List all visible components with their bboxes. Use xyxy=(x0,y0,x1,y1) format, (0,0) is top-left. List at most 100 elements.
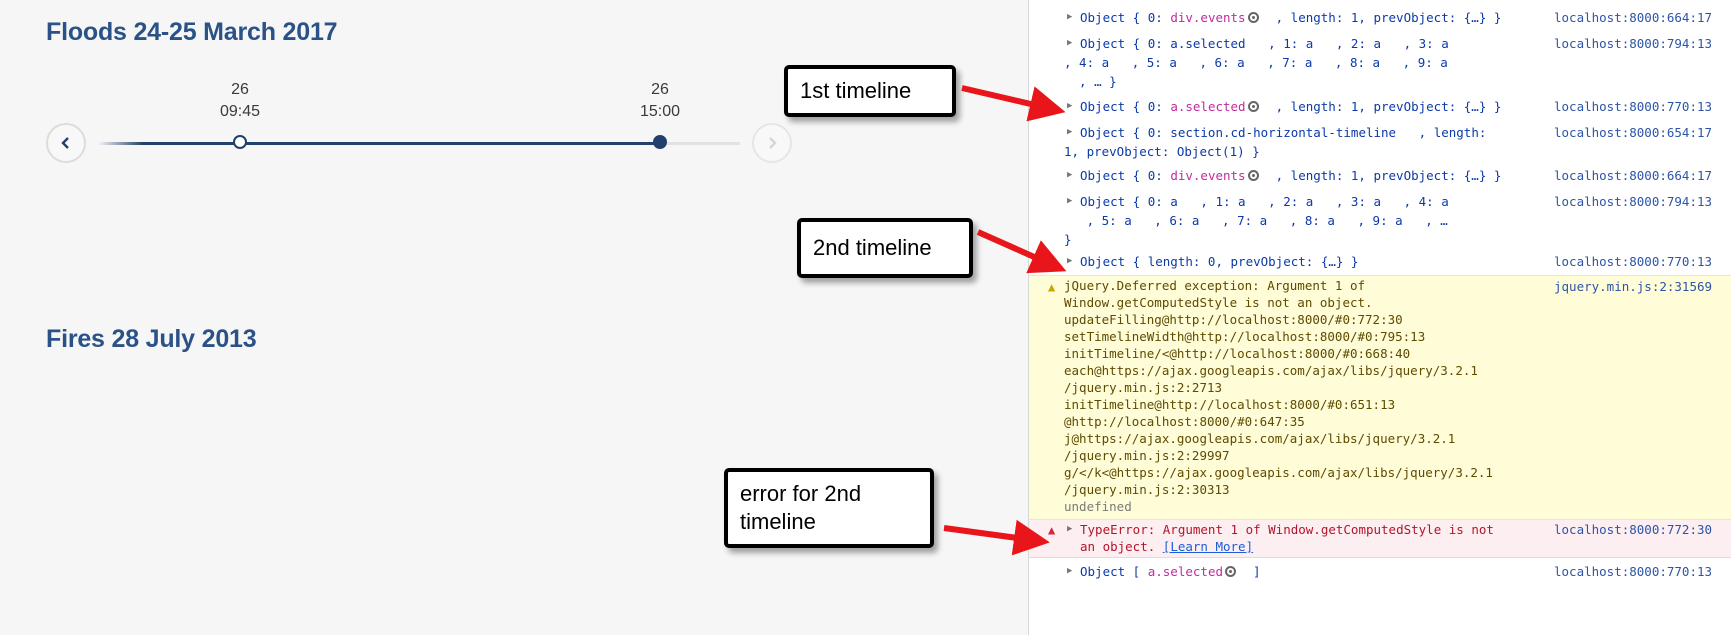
log-message: Object { 0: div.events , length: 1, prev… xyxy=(1080,8,1580,27)
log-text: Object { 0: a , 1: a , 2: a , 3: a , 4: … xyxy=(1080,194,1449,209)
log-source-link[interactable]: localhost:8000:664:17 xyxy=(1554,168,1713,183)
expand-triangle-icon[interactable]: ▶ xyxy=(1067,196,1073,206)
warning-line: g/</k<@https://ajax.googleapis.com/ajax/… xyxy=(1064,465,1493,480)
console-log-row[interactable]: ▶ Object { 0: a.selected , 1: a , 2: a ,… xyxy=(1029,34,1731,94)
horizontal-timeline: 26 09:45 26 15:00 xyxy=(0,0,1028,200)
arrow-to-first-timeline-log xyxy=(961,85,1066,122)
console-log-row[interactable]: ▶ Object { length: 0, prevObject: {…} } … xyxy=(1029,252,1731,275)
learn-more-link[interactable]: [Learn More] xyxy=(1162,539,1254,554)
log-source-link[interactable]: localhost:8000:654:17 xyxy=(1554,125,1713,140)
annotation-callout-error: error for 2nd timeline xyxy=(724,468,934,548)
expand-triangle-icon[interactable]: ▶ xyxy=(1067,127,1073,137)
expand-triangle-icon[interactable]: ▶ xyxy=(1067,170,1073,180)
date-day: 26 xyxy=(231,81,249,98)
log-text: , length: 1, prevObject: {…} } xyxy=(1260,99,1502,114)
log-text: ] xyxy=(1238,564,1261,579)
warning-message: jQuery.Deferred exception: Argument 1 of… xyxy=(1064,277,1544,515)
log-text: Object { 0: xyxy=(1080,10,1171,25)
expand-triangle-icon[interactable]: ▶ xyxy=(1067,101,1073,111)
log-source-link[interactable]: localhost:8000:794:13 xyxy=(1554,194,1713,209)
console-error-row[interactable]: ▲ ▶ TypeError: Argument 1 of Window.getC… xyxy=(1029,520,1731,558)
warning-line: jQuery.Deferred exception: Argument 1 of xyxy=(1064,278,1366,293)
date-time: 15:00 xyxy=(639,103,681,120)
expand-triangle-icon[interactable]: ▶ xyxy=(1067,12,1073,22)
log-text: Object { 0: a.selected , 1: a , 2: a , 3… xyxy=(1080,36,1449,51)
log-text: Object { 0: xyxy=(1080,168,1171,183)
timeline-date-label[interactable]: 26 09:45 xyxy=(200,79,280,123)
log-class: div.events xyxy=(1170,10,1246,25)
warning-line: Window.getComputedStyle is not an object… xyxy=(1064,295,1373,310)
log-class: div.events xyxy=(1170,168,1246,183)
expand-triangle-icon[interactable]: ▶ xyxy=(1067,566,1073,576)
warning-line: /jquery.min.js:2:29997 xyxy=(1064,448,1230,463)
log-text: Object [ xyxy=(1080,564,1148,579)
log-text: , 5: a , 6: a , 7: a , 8: a , 9: a , … xyxy=(1064,213,1448,228)
log-text: , length: 1, prevObject: {…} } xyxy=(1260,168,1502,183)
log-source-link[interactable]: localhost:8000:664:17 xyxy=(1554,10,1713,25)
gear-icon[interactable] xyxy=(1247,12,1259,23)
console-log-row[interactable]: ▶ Object { 0: a , 1: a , 2: a , 3: a , 4… xyxy=(1029,192,1731,250)
log-message: Object { 0: a.selected , length: 1, prev… xyxy=(1080,97,1580,116)
section-title-floods: Floods 24-25 March 2017 xyxy=(46,18,338,46)
log-text: 1, prevObject: Object(1) } xyxy=(1064,144,1260,159)
warning-line: each@https://ajax.googleapis.com/ajax/li… xyxy=(1064,363,1478,378)
log-source-link[interactable]: localhost:8000:770:13 xyxy=(1554,254,1713,269)
timeline-filling-line xyxy=(98,142,660,145)
log-class: a.selected xyxy=(1170,99,1246,114)
log-source-link[interactable]: localhost:8000:772:30 xyxy=(1554,522,1713,537)
devtools-console: ▶ Object { 0: div.events , length: 1, pr… xyxy=(1028,0,1731,635)
undefined-result: undefined xyxy=(1064,499,1132,514)
log-text: Object { 0: section.cd-horizontal-timeli… xyxy=(1080,125,1487,140)
log-text: Object { 0: xyxy=(1080,99,1171,114)
warning-icon: ▲ xyxy=(1048,280,1056,294)
warning-line: j@https://ajax.googleapis.com/ajax/libs/… xyxy=(1064,431,1456,446)
warning-line: updateFilling@http://localhost:8000/#0:7… xyxy=(1064,312,1403,327)
timeline-event-dot[interactable] xyxy=(233,135,247,149)
log-text: } xyxy=(1064,232,1072,247)
error-text: an object. xyxy=(1080,539,1156,554)
log-text: , length: 1, prevObject: {…} } xyxy=(1260,10,1502,25)
console-log-row[interactable]: ▶ Object { 0: a.selected , length: 1, pr… xyxy=(1029,97,1731,120)
callout-text: error for 2nd xyxy=(740,481,862,506)
expand-triangle-icon[interactable]: ▶ xyxy=(1067,524,1073,534)
gear-icon[interactable] xyxy=(1247,170,1259,181)
timeline-date-label-selected[interactable]: 26 15:00 xyxy=(620,79,700,123)
error-icon: ▲ xyxy=(1048,523,1056,537)
timeline-event-dot-selected[interactable] xyxy=(653,135,667,149)
log-source-link[interactable]: jquery.min.js:2:31569 xyxy=(1554,279,1713,294)
log-source-link[interactable]: localhost:8000:770:13 xyxy=(1554,564,1713,579)
arrow-to-error-row xyxy=(943,519,1050,556)
gear-icon[interactable] xyxy=(1247,101,1259,112)
callout-text: 1st timeline xyxy=(800,78,912,103)
log-message: Object { 0: div.events , length: 1, prev… xyxy=(1080,166,1580,185)
annotation-callout-second-timeline: 2nd timeline xyxy=(797,218,973,278)
log-text: , 4: a , 5: a , 6: a , 7: a , 8: a , 9: … xyxy=(1064,55,1448,70)
warning-line: /jquery.min.js:2:30313 xyxy=(1064,482,1230,497)
chevron-right-icon xyxy=(769,137,777,149)
timeline-next-button[interactable] xyxy=(752,123,792,163)
callout-text: 2nd timeline xyxy=(813,235,932,260)
console-log-row[interactable]: ▶ Object { 0: div.events , length: 1, pr… xyxy=(1029,166,1731,189)
timeline-prev-button[interactable] xyxy=(46,123,86,163)
date-time: 09:45 xyxy=(219,103,261,120)
console-log-row[interactable]: ▶ Object { 0: section.cd-horizontal-time… xyxy=(1029,123,1731,163)
console-log-row[interactable]: ▶ Object [ a.selected ] localhost:8000:7… xyxy=(1029,562,1731,585)
expand-triangle-icon[interactable]: ▶ xyxy=(1067,256,1073,266)
warning-line: initTimeline/<@http://localhost:8000/#0:… xyxy=(1064,346,1411,361)
log-source-link[interactable]: localhost:8000:770:13 xyxy=(1554,99,1713,114)
annotation-callout-first-timeline: 1st timeline xyxy=(784,65,956,117)
expand-triangle-icon[interactable]: ▶ xyxy=(1067,38,1073,48)
warning-line: @http://localhost:8000/#0:647:35 xyxy=(1064,414,1305,429)
gear-icon[interactable] xyxy=(1225,566,1236,577)
console-log-row[interactable]: ▶ Object { 0: div.events , length: 1, pr… xyxy=(1029,8,1731,31)
error-message-line2: an object. [Learn More] xyxy=(1080,537,1580,556)
warning-line: /jquery.min.js:2:2713 xyxy=(1064,380,1223,395)
console-warning-row[interactable]: ▲ jQuery.Deferred exception: Argument 1 … xyxy=(1029,275,1731,520)
error-text: TypeError: Argument 1 of Window.getCompu… xyxy=(1080,522,1494,537)
arrow-to-second-timeline-log xyxy=(976,229,1067,274)
log-class: a.selected xyxy=(1147,564,1223,579)
chevron-left-icon xyxy=(61,137,69,149)
warning-line: initTimeline@http://localhost:8000/#0:65… xyxy=(1064,397,1396,412)
log-source-link[interactable]: localhost:8000:794:13 xyxy=(1554,36,1713,51)
